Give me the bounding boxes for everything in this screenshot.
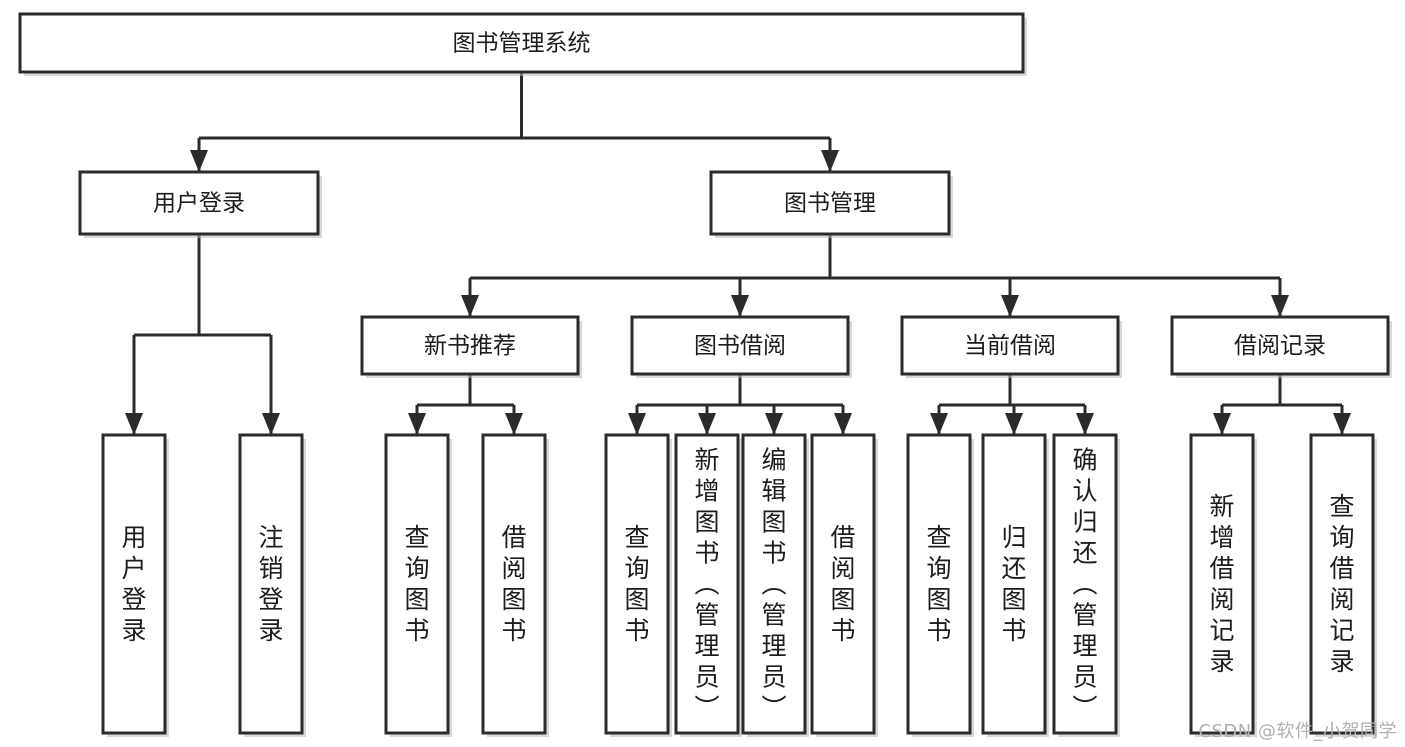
node-box-leaf-borrow-book-recommend[interactable] [481, 433, 547, 735]
node-label-root: 图书管理系统 [453, 31, 591, 57]
node-box-borrow-record[interactable] [1170, 315, 1390, 376]
node-label-leaf-logout: 注销登录 [258, 523, 283, 645]
node-root[interactable]: 图书管理系统 [18, 12, 1027, 76]
node-layer: 图书管理系统用户登录图书管理新书推荐图书借阅当前借阅借阅记录用户登录注销登录查询… [18, 12, 1392, 737]
node-user-login[interactable]: 用户登录 [78, 170, 322, 238]
node-label-leaf-return-book: 归还图书 [1001, 523, 1026, 645]
node-leaf-query-book-borrow[interactable]: 查询图书 [604, 433, 672, 737]
node-leaf-return-book[interactable]: 归还图书 [981, 433, 1049, 737]
node-box-book-manage[interactable] [709, 170, 951, 236]
node-box-leaf-user-login[interactable] [101, 433, 167, 735]
node-leaf-query-book-current[interactable]: 查询图书 [906, 433, 974, 737]
node-label-book-manage: 图书管理 [784, 191, 876, 217]
node-label-current-borrow: 当前借阅 [964, 333, 1056, 359]
node-leaf-borrow-book[interactable]: 借阅图书 [810, 433, 878, 737]
node-label-leaf-query-book-recommend: 查询图书 [404, 523, 429, 645]
node-book-manage[interactable]: 图书管理 [709, 170, 953, 238]
node-box-leaf-edit-book-admin[interactable] [741, 433, 807, 735]
node-leaf-query-borrow-record[interactable]: 查询借阅记录 [1309, 433, 1377, 737]
node-box-leaf-logout[interactable] [238, 433, 304, 735]
node-box-leaf-return-book[interactable] [981, 433, 1047, 735]
node-leaf-add-book-admin[interactable]: 新增图书︵管理员︶ [674, 433, 742, 737]
node-new-book-recommend[interactable]: 新书推荐 [360, 315, 582, 378]
node-label-leaf-add-book-admin: 新增图书︵管理员︶ [694, 446, 719, 723]
node-current-borrow[interactable]: 当前借阅 [900, 315, 1122, 378]
node-leaf-edit-book-admin[interactable]: 编辑图书︵管理员︶ [741, 433, 809, 737]
node-label-leaf-query-book-current: 查询图书 [926, 523, 951, 645]
node-label-leaf-borrow-book-recommend: 借阅图书 [501, 523, 526, 645]
node-label-leaf-edit-book-admin: 编辑图书︵管理员︶ [761, 446, 786, 723]
node-box-leaf-add-book-admin[interactable] [674, 433, 740, 735]
node-box-root[interactable] [18, 12, 1025, 74]
edge-group-book-manage [461, 234, 1289, 317]
edge-group-new-book-recommend [408, 374, 523, 435]
node-label-leaf-query-borrow-record: 查询借阅记录 [1329, 492, 1354, 676]
node-label-user-login: 用户登录 [153, 191, 245, 217]
node-leaf-add-borrow-record[interactable]: 新增借阅记录 [1189, 433, 1257, 737]
node-box-book-borrow[interactable] [630, 315, 850, 376]
edge-group-user-login [125, 234, 280, 435]
node-box-new-book-recommend[interactable] [360, 315, 580, 376]
node-box-leaf-borrow-book[interactable] [810, 433, 876, 735]
node-box-leaf-query-book-recommend[interactable] [384, 433, 450, 735]
edge-group-book-borrow [628, 374, 852, 435]
edge-group-borrow-record [1213, 374, 1351, 435]
node-book-borrow[interactable]: 图书借阅 [630, 315, 852, 378]
node-label-leaf-borrow-book: 借阅图书 [830, 523, 855, 645]
node-box-leaf-query-borrow-record[interactable] [1309, 433, 1375, 735]
node-box-leaf-confirm-return-admin[interactable] [1052, 433, 1118, 735]
node-leaf-query-book-recommend[interactable]: 查询图书 [384, 433, 452, 737]
node-borrow-record[interactable]: 借阅记录 [1170, 315, 1392, 378]
node-label-leaf-confirm-return-admin: 确认归还︵管理员︶ [1072, 446, 1097, 723]
edge-layer [125, 72, 1351, 435]
node-box-user-login[interactable] [78, 170, 320, 236]
edge-group-root [190, 72, 839, 172]
node-leaf-user-login[interactable]: 用户登录 [101, 433, 169, 737]
edge-group-current-borrow [930, 374, 1094, 435]
node-label-leaf-user-login: 用户登录 [121, 523, 146, 645]
node-box-leaf-add-borrow-record[interactable] [1189, 433, 1255, 735]
node-label-leaf-add-borrow-record: 新增借阅记录 [1209, 492, 1234, 676]
node-label-book-borrow: 图书借阅 [694, 333, 786, 359]
node-label-borrow-record: 借阅记录 [1234, 333, 1326, 359]
node-label-leaf-query-book-borrow: 查询图书 [624, 523, 649, 645]
node-box-current-borrow[interactable] [900, 315, 1120, 376]
node-box-leaf-query-book-borrow[interactable] [604, 433, 670, 735]
node-label-new-book-recommend: 新书推荐 [424, 333, 516, 359]
node-box-leaf-query-book-current[interactable] [906, 433, 972, 735]
node-leaf-logout[interactable]: 注销登录 [238, 433, 306, 737]
node-leaf-confirm-return-admin[interactable]: 确认归还︵管理员︶ [1052, 433, 1120, 737]
node-leaf-borrow-book-recommend[interactable]: 借阅图书 [481, 433, 549, 737]
